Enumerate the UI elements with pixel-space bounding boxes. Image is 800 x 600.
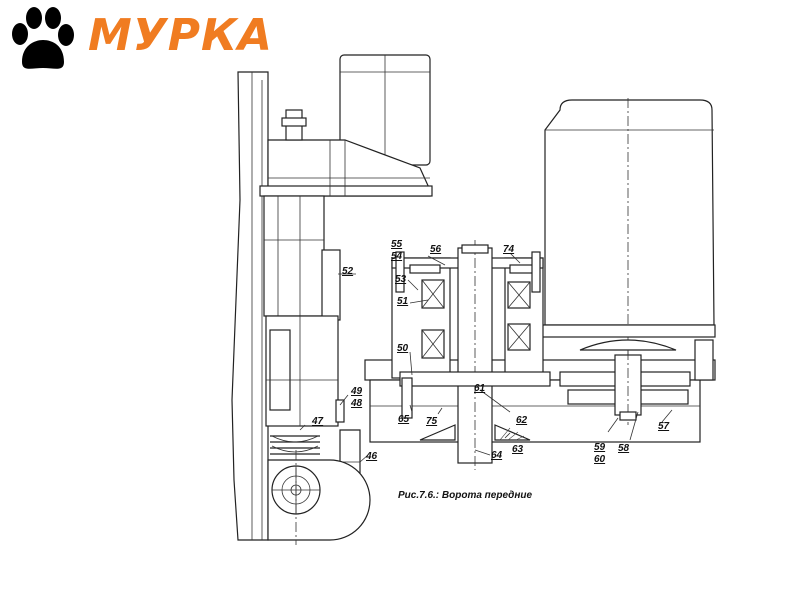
section-view xyxy=(364,98,716,470)
callout-46: 46 xyxy=(365,451,378,462)
callout-61: 61 xyxy=(474,383,486,394)
brand-logo: МУРКА xyxy=(6,4,306,76)
callout-51: 51 xyxy=(397,296,409,307)
callout-63: 63 xyxy=(512,444,524,455)
callout-53: 53 xyxy=(395,274,407,285)
callout-59: 59 xyxy=(594,442,606,453)
callout-55: 55 xyxy=(391,239,403,250)
callout-54: 54 xyxy=(391,251,403,262)
callout-49: 49 xyxy=(350,386,363,397)
callout-52: 52 xyxy=(342,266,354,277)
callout-57: 57 xyxy=(658,421,670,432)
callout-62: 62 xyxy=(516,415,528,426)
callout-65: 65 xyxy=(398,414,410,425)
callout-56: 56 xyxy=(430,244,442,255)
paw-icon xyxy=(12,7,74,69)
left-side-view xyxy=(231,54,433,545)
callout-47: 47 xyxy=(311,416,324,427)
callout-48: 48 xyxy=(350,398,363,409)
callout-50: 50 xyxy=(397,343,409,354)
figure-caption: Рис.7.6.: Ворота передние xyxy=(398,490,532,501)
callout-labels: 52 47 49 48 46 50 51 53 55 54 56 74 61 6… xyxy=(311,239,670,465)
callout-58: 58 xyxy=(618,443,630,454)
brand-name: МУРКА xyxy=(88,10,273,61)
callout-74: 74 xyxy=(503,244,515,255)
leader-lines xyxy=(299,252,673,463)
callout-64: 64 xyxy=(491,450,503,461)
callout-75: 75 xyxy=(426,416,438,427)
callout-60: 60 xyxy=(594,454,606,465)
